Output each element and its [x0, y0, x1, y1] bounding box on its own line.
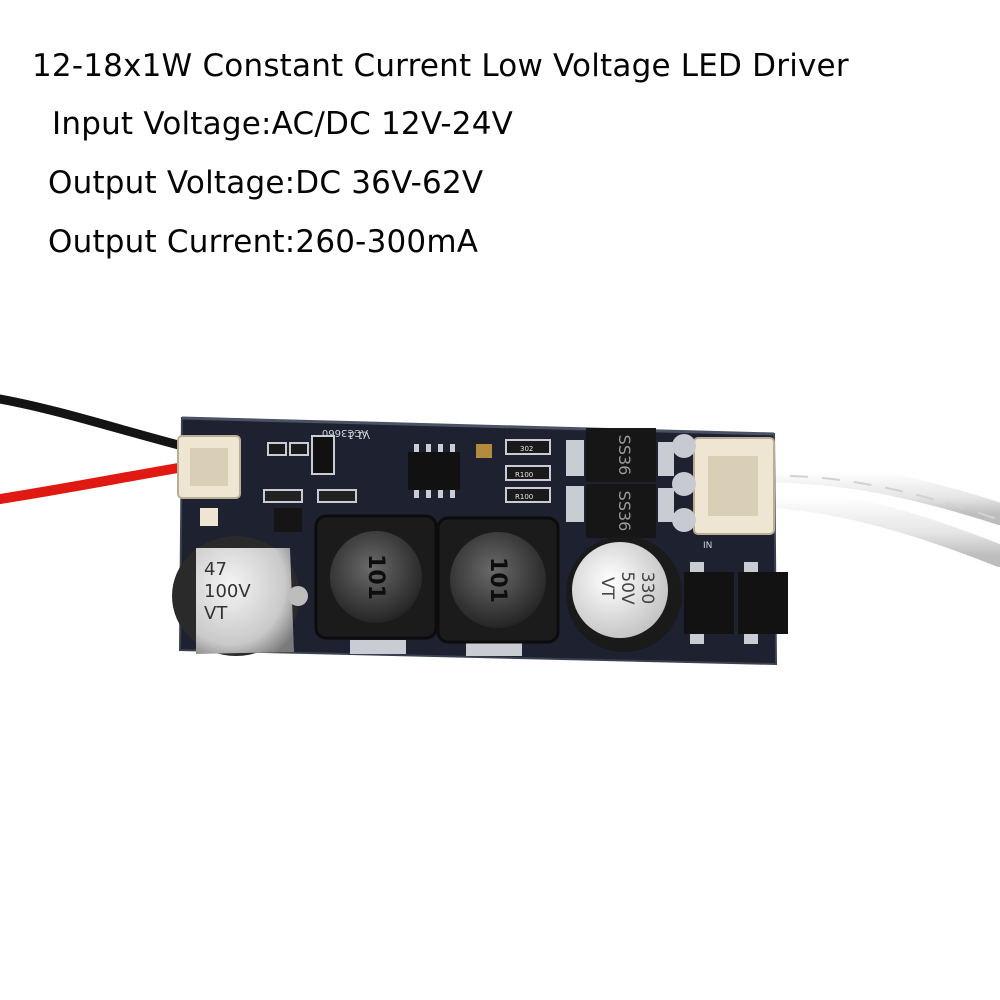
smd-components	[263, 435, 551, 532]
cap-right-voltage: 50V	[617, 571, 637, 605]
cap-left-series: VT	[204, 603, 228, 624]
resistor-302-marking: 302	[520, 445, 533, 453]
driver-ic	[408, 444, 460, 498]
in-silkscreen-label: IN	[703, 541, 712, 551]
output-wires	[749, 460, 1000, 567]
cap-left-value: 47	[204, 559, 227, 580]
resistor-r100-marking: R100	[515, 471, 533, 479]
diode-bottom-marking: SS36	[615, 491, 634, 532]
output-connector	[672, 434, 775, 535]
inductor-right-marking: 101	[485, 557, 510, 603]
input-wires	[0, 394, 195, 504]
output-current-spec: Output Current:260-300mA	[48, 224, 479, 260]
inductor-left-marking: 101	[363, 554, 388, 600]
cap-left-voltage: 100V	[204, 581, 251, 602]
diode-top-marking: SS36	[615, 435, 634, 476]
output-capacitor	[566, 536, 682, 652]
led-driver-board-photo: IN 302 R100 R100 ACC3660 V1.1 SS36 SS36	[0, 394, 1000, 666]
ic-board-marking: ACC3660	[322, 427, 368, 438]
rectifier-diodes	[684, 562, 788, 644]
cap-right-series: VT	[597, 577, 617, 600]
resistor-r100-marking-2: R100	[515, 493, 533, 501]
board-version-marking: V1.1	[347, 429, 370, 440]
output-voltage-spec: Output Voltage:DC 36V-62V	[48, 165, 484, 201]
product-title: 12-18x1W Constant Current Low Voltage LE…	[32, 48, 849, 84]
input-capacitor	[172, 536, 308, 656]
power-inductors	[314, 514, 560, 644]
input-connector	[177, 435, 241, 526]
schottky-diodes	[586, 428, 656, 538]
input-voltage-spec: Input Voltage:AC/DC 12V-24V	[52, 106, 514, 142]
cap-right-value: 330	[637, 572, 657, 604]
